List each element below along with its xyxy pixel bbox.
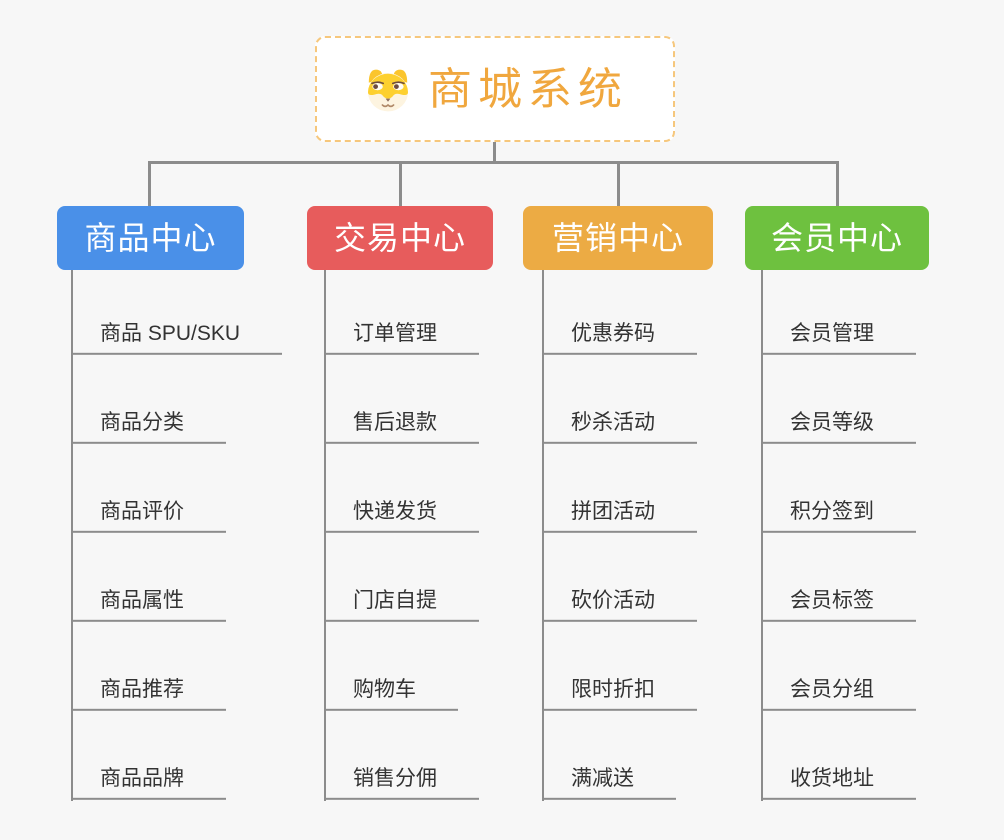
branch-spine — [542, 270, 544, 801]
branch-spine — [71, 270, 73, 801]
sub-topic[interactable]: 售后退款 — [324, 410, 479, 444]
branch-label: 营销中心 — [551, 220, 684, 256]
branch-node[interactable]: 会员中心 — [745, 206, 929, 270]
sub-topic[interactable]: 商品评价 — [71, 499, 226, 533]
sub-topic[interactable]: 满减送 — [542, 766, 676, 800]
connector-drop — [836, 163, 839, 206]
sub-topic-label: 限时折扣 — [571, 677, 655, 701]
sub-topic[interactable]: 商品属性 — [71, 588, 226, 622]
root-node[interactable]: 商城系统 — [315, 36, 675, 142]
sub-topic-label: 商品分类 — [100, 410, 184, 434]
branch-label: 会员中心 — [770, 220, 903, 256]
sub-topic-label: 会员管理 — [790, 321, 874, 345]
sub-topic-label: 会员等级 — [790, 410, 874, 434]
sub-topic-label: 会员分组 — [790, 677, 874, 701]
sub-topic[interactable]: 商品 SPU/SKU — [71, 321, 283, 355]
branch-node[interactable]: 营销中心 — [523, 206, 713, 270]
sub-topic-label: 会员标签 — [790, 588, 874, 612]
sub-topic-label: 快递发货 — [353, 499, 437, 523]
sub-topic[interactable]: 会员管理 — [761, 321, 916, 355]
sub-topic-label: 砍价活动 — [571, 588, 655, 612]
sub-topic-label: 销售分佣 — [353, 766, 437, 790]
sub-topic[interactable]: 优惠券码 — [542, 321, 697, 355]
sub-topic-label: 秒杀活动 — [571, 410, 655, 434]
branch-node[interactable]: 商品中心 — [57, 206, 244, 270]
sub-topic-label: 收货地址 — [790, 766, 874, 790]
sub-topic[interactable]: 积分签到 — [761, 499, 916, 533]
sub-topic[interactable]: 商品推荐 — [71, 677, 226, 711]
sub-topic-label: 订单管理 — [353, 321, 437, 345]
branch-label: 商品中心 — [84, 220, 217, 256]
branch-label: 交易中心 — [333, 220, 466, 256]
sub-topic[interactable]: 秒杀活动 — [542, 410, 697, 444]
sub-topic-label: 购物车 — [353, 677, 416, 701]
root-title: 商城系统 — [428, 65, 628, 114]
sub-topic[interactable]: 快递发货 — [324, 499, 479, 533]
branch-node[interactable]: 交易中心 — [307, 206, 493, 270]
branch-spine — [761, 270, 763, 801]
sub-topic[interactable]: 限时折扣 — [542, 677, 697, 711]
sub-topic[interactable]: 收货地址 — [761, 766, 916, 800]
branch-spine — [324, 270, 326, 801]
sub-topic[interactable]: 拼团活动 — [542, 499, 697, 533]
dog-icon — [362, 65, 414, 113]
sub-topic[interactable]: 门店自提 — [324, 588, 479, 622]
sub-topic-label: 门店自提 — [353, 588, 437, 612]
sub-topic-label: 积分签到 — [790, 499, 874, 523]
sub-topic[interactable]: 订单管理 — [324, 321, 479, 355]
sub-topic-label: 拼团活动 — [571, 499, 655, 523]
sub-topic[interactable]: 会员等级 — [761, 410, 916, 444]
sub-topic[interactable]: 销售分佣 — [324, 766, 479, 800]
sub-topic-label: 商品品牌 — [100, 766, 184, 790]
sub-topic-label: 商品属性 — [100, 588, 184, 612]
sub-topic-label: 商品 SPU/SKU — [100, 321, 241, 345]
sub-topic[interactable]: 砍价活动 — [542, 588, 697, 622]
sub-topic-label: 优惠券码 — [571, 321, 655, 345]
sub-topic[interactable]: 会员标签 — [761, 588, 916, 622]
connector-root-stub — [493, 142, 496, 162]
sub-topic[interactable]: 会员分组 — [761, 677, 916, 711]
connector-drop — [148, 163, 151, 206]
sub-topic-label: 商品推荐 — [100, 677, 184, 701]
sub-topic-label: 商品评价 — [100, 499, 184, 523]
sub-topic[interactable]: 购物车 — [324, 677, 458, 711]
sub-topic-label: 满减送 — [571, 766, 634, 790]
connector-drop — [617, 163, 620, 206]
connector-bus — [148, 161, 839, 164]
sub-topic-label: 售后退款 — [353, 410, 437, 434]
sub-topic[interactable]: 商品分类 — [71, 410, 226, 444]
connector-drop — [399, 163, 402, 206]
sub-topic[interactable]: 商品品牌 — [71, 766, 226, 800]
